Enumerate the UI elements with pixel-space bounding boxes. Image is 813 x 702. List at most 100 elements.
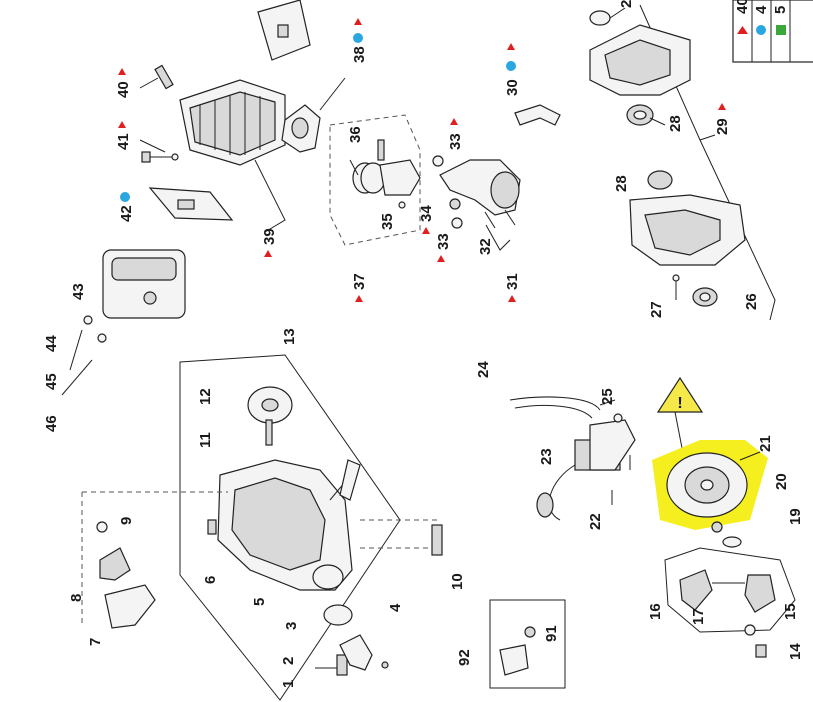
box-92 [489, 599, 566, 689]
parts-7-9 [81, 491, 228, 629]
ref-label-32: 32 [477, 238, 494, 255]
gasket-top-part [257, 0, 311, 61]
red-marker-icon [264, 250, 272, 257]
ref-label-7: 7 [87, 638, 104, 646]
ref-label-27: 27 [648, 301, 665, 318]
flywheel-highlight [652, 440, 768, 530]
ref-label-42: 42 [118, 205, 135, 222]
ref-label-45: 45 [43, 373, 60, 390]
ref-label-41: 41 [115, 133, 132, 150]
bearing-lower-part [672, 274, 718, 307]
ref-label-34: 34 [418, 205, 435, 222]
ref-label-31: 31 [504, 273, 521, 290]
ref-label-9: 9 [118, 517, 135, 525]
bracket-6-part [207, 519, 217, 535]
red-marker-icon [450, 118, 458, 125]
ref-label-44: 44 [43, 335, 60, 352]
gasket-38-part [281, 77, 346, 153]
piston-kit-box [329, 114, 421, 246]
warning-mark: ! [677, 395, 682, 412]
ref-label-30: 30 [504, 79, 521, 96]
ignition-coil-part [509, 396, 636, 521]
markers [118, 18, 726, 302]
part-10 [360, 519, 443, 556]
ref-label-5: 5 [251, 598, 268, 606]
blue-marker-icon [353, 33, 363, 43]
crankcase-top-part [589, 7, 691, 96]
ref-label-22: 22 [587, 513, 604, 530]
ref-label-28-lower: 28 [613, 175, 630, 192]
ref-label-24: 24 [475, 361, 492, 378]
ref-label-26: 26 [743, 293, 760, 310]
ref-label-19: 19 [787, 508, 804, 525]
gasket-42-part [148, 187, 234, 221]
ref-label-8: 8 [68, 594, 85, 602]
bolt-41-part [139, 139, 179, 163]
blue-marker-icon [120, 192, 130, 202]
red-marker-icon [118, 121, 126, 128]
spark-plug-part [139, 64, 174, 90]
ref-label-33-upper: 33 [447, 133, 464, 150]
red-marker-icon [507, 43, 515, 50]
bushing-3-part [323, 604, 353, 626]
ref-label-10: 10 [449, 573, 466, 590]
ref-label-17: 17 [690, 608, 707, 625]
red-marker-icon [508, 295, 516, 302]
muffler-part [83, 249, 186, 343]
ref-label-15: 15 [782, 603, 799, 620]
ref-label-14: 14 [787, 643, 804, 660]
legend-green-label: 5 [772, 6, 789, 14]
ref-label-6: 6 [202, 576, 219, 584]
red-marker-icon [118, 68, 126, 75]
ref-label-43: 43 [70, 283, 87, 300]
ref-label-29: 29 [714, 118, 731, 135]
clutch-drum-part [247, 386, 293, 446]
bearing-upper-part [626, 104, 666, 126]
ref-label-92: 92 [456, 649, 473, 666]
ref-label-39: 39 [261, 228, 278, 245]
ref-label-3: 3 [283, 622, 300, 630]
screw-1-2-part [315, 634, 389, 676]
ref-label-36: 36 [347, 126, 364, 143]
red-marker-icon [354, 18, 362, 25]
crankshaft-part [432, 104, 561, 229]
ref-label-33-lower: 33 [435, 233, 452, 250]
ref-label-28-upper: 28 [667, 115, 684, 132]
ref-label-1: 1 [280, 680, 297, 688]
ref-label-23: 23 [538, 448, 555, 465]
ref-label-40: 40 [115, 81, 132, 98]
ref-label-12: 12 [197, 388, 214, 405]
clutch-assembly-part [664, 547, 796, 658]
warning-triangle-icon: ! [656, 376, 704, 449]
ref-label-2x: 2 [618, 0, 635, 8]
ref-label-2: 2 [280, 657, 297, 665]
legend-green-square-icon [776, 25, 786, 35]
ref-label-4: 4 [387, 603, 404, 612]
legend-red-label: 40 [734, 0, 751, 14]
legend-blue-circle-icon [756, 25, 766, 35]
bolts-44-46-part [61, 329, 93, 396]
ref-label-35: 35 [379, 213, 396, 230]
reference-labels: 1 2 3 4 5 6 7 8 9 10 11 12 13 14 15 16 1… [43, 0, 804, 688]
ref-label-11: 11 [197, 432, 214, 448]
legend-blue-label: 4 [753, 5, 770, 14]
ref-label-25: 25 [599, 388, 616, 405]
red-marker-icon [422, 227, 430, 234]
ref-label-37: 37 [351, 273, 368, 290]
ref-label-21: 21 [757, 435, 774, 452]
red-marker-icon [437, 255, 445, 262]
blue-marker-icon [506, 61, 516, 71]
legend-red-triangle-icon [737, 26, 748, 34]
red-marker-icon [355, 295, 363, 302]
engine-housing-part [217, 459, 361, 591]
crankcase-lower-part [629, 170, 746, 266]
ref-label-91: 91 [543, 625, 560, 642]
ref-label-16: 16 [647, 603, 664, 620]
ref-label-46: 46 [43, 415, 60, 432]
nut-washer-part [711, 521, 742, 548]
cylinder-part [179, 79, 286, 166]
ref-label-20: 20 [773, 473, 790, 490]
red-marker-icon [718, 103, 726, 110]
ref-label-38: 38 [351, 46, 368, 63]
